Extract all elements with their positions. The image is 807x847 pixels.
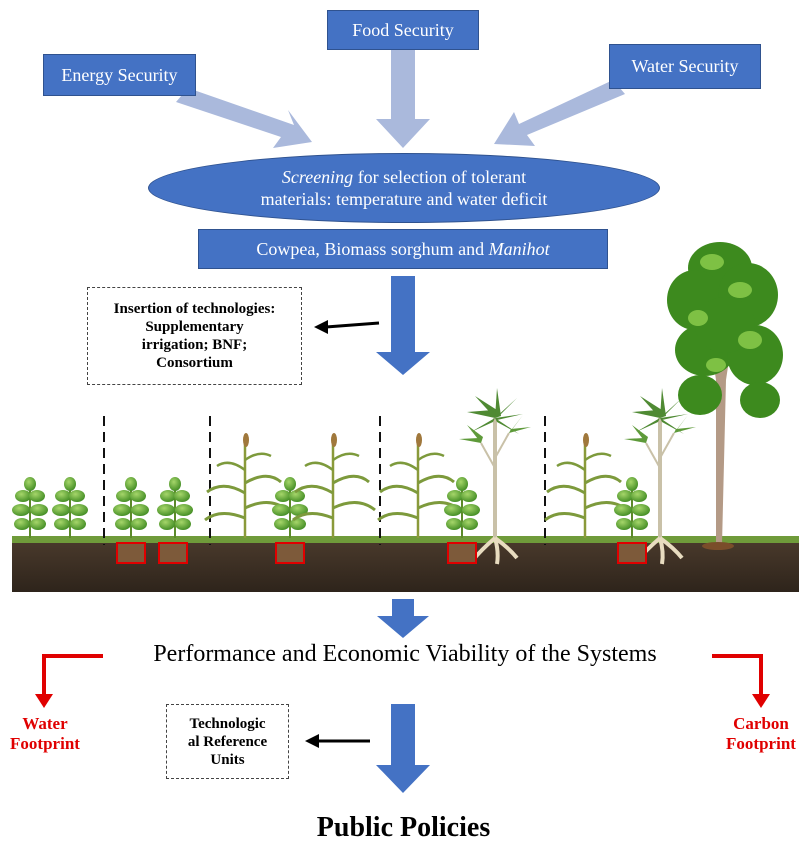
arrow-down-1 [376,276,430,375]
water-footprint-line-2: Footprint [10,734,80,754]
technologies-line-3: irrigation; BNF; [141,337,248,353]
red-arrow-water [42,654,103,696]
food-security-label: Food Security [352,19,454,40]
water-footprint: Water Footprint [0,714,90,755]
food-security-box: Food Security [327,10,479,50]
crops-text: Cowpea, Biomass sorghum and [256,238,489,259]
technologies-line-1: Insertion of technologies: [113,301,276,317]
technologies-line-4: Consortium [156,355,233,371]
arrow-energy [176,88,312,148]
reference-units-line-1: Technologic [189,715,266,732]
grass-line [12,536,799,543]
carbon-footprint-line-1: Carbon [733,714,789,733]
reference-units-line-3: Units [210,751,245,768]
performance-text: Performance and Economic Viability of th… [153,641,657,667]
screening-line-1-rest: for selection of tolerant [353,166,527,187]
reference-units-line-2: al Reference [187,733,268,750]
carbon-footprint: Carbon Footprint [717,714,805,755]
technologies-line-2: Supplementary [145,319,244,335]
technologies-box: Insertion of technologies: Supplementary… [87,287,302,385]
arrow-to-technologies [325,321,380,329]
screening-word: Screening [281,166,354,187]
public-policies-title: Public Policies [316,812,491,843]
screening-line-1: Screening for selection of tolerant [282,166,526,189]
nodule-markers [116,542,647,564]
crops-box: Cowpea, Biomass sorghum and Manihot [198,229,608,269]
tree [667,242,783,550]
arrow-down-2 [377,599,429,638]
plot-separators [103,416,546,545]
crops-italic: Manihot [488,238,550,259]
water-security-label: Water Security [631,56,739,76]
water-security-box: Water Security [609,44,761,89]
red-arrow-carbon [712,654,763,696]
energy-security-label: Energy Security [61,64,178,85]
carbon-footprint-line-2: Footprint [726,734,796,754]
screening-line-2: materials: temperature and water deficit [260,189,548,209]
screening-ellipse: Screening for selection of tolerant mate… [148,153,660,223]
water-footprint-line-1: Water [22,714,68,733]
energy-security-box: Energy Security [43,54,196,96]
arrow-water [494,80,625,146]
reference-units-box: Technologic al Reference Units [166,704,289,779]
arrow-food [376,50,430,148]
crops-label: Cowpea, Biomass sorghum and Manihot [256,239,549,260]
arrow-down-3 [376,704,430,793]
